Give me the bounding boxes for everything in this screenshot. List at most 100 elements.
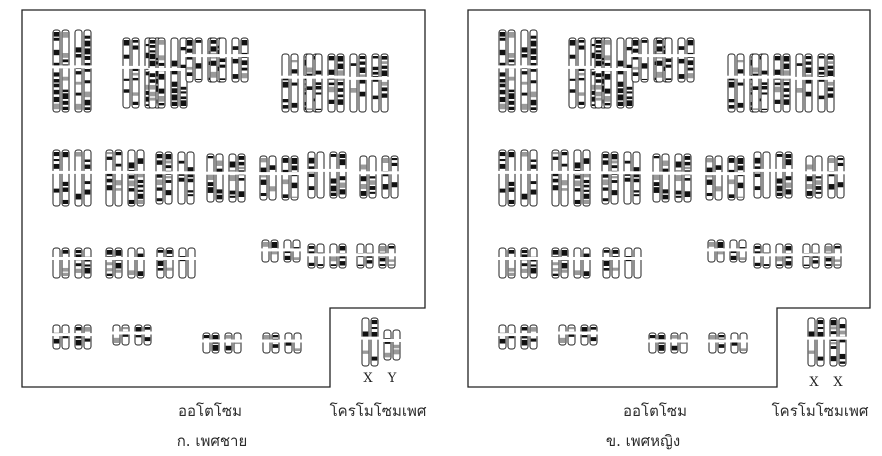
autosome-pair-5-homolog-2-chromatid-b (240, 37, 249, 83)
autosome-pair-25-homolog-1-chromatid-b (271, 332, 280, 354)
autosome-pair-15-homolog-1-chromatid-a (805, 155, 814, 199)
autosome-pair-24-homolog-2-chromatid-a (670, 332, 679, 354)
sex-chromosome-title-female: โครโมโซมเพศ (772, 402, 869, 420)
autosome-pair-18-homolog-2-chromatid-b (187, 247, 196, 279)
autosome-pair-2-homolog-1-chromatid-a (122, 37, 131, 109)
autosome-pair-14-homolog-1-chromatid-a (753, 151, 762, 199)
autosome-pair-12-homolog-1-chromatid-a (652, 153, 661, 203)
autosome-pair-3-homolog-1-chromatid-a (148, 37, 157, 109)
autosome-pair-10-homolog-1-chromatid-b (114, 149, 123, 207)
autosome-pair-19-homolog-2-chromatid-a (283, 239, 292, 263)
autosome-pair-9-homolog-2-chromatid-b (529, 149, 538, 207)
autosome-pair-14-homolog-1-chromatid-b (316, 151, 325, 199)
autosome-pair-3-homolog-2-chromatid-a (170, 37, 179, 109)
autosome-pair-15-homolog-1-chromatid-b (368, 155, 377, 199)
autosome-pair-8-homolog-1-chromatid-a (795, 53, 804, 113)
autosome-pair-23-homolog-1-chromatid-a (112, 324, 121, 346)
panel-caption-male: ก. เพศชาย (177, 432, 248, 450)
autosome-pair-15-homolog-2-chromatid-a (381, 155, 390, 199)
autosome-pair-21-homolog-1-chromatid-a (802, 243, 811, 269)
sex-chromosome-y-chromatid-a (383, 329, 392, 361)
sex-chromosome-x1-chromatid-a (807, 317, 816, 367)
autosome-pair-6-homolog-1-chromatid-a (281, 53, 290, 113)
autosome-pair-16-homolog-1-chromatid-b (507, 247, 516, 279)
autosome-pair-21-homolog-1-chromatid-b (365, 243, 374, 269)
autosome-pair-18-homolog-1-chromatid-a (602, 247, 611, 279)
autosome-pair-20-homolog-1-chromatid-b (316, 243, 325, 269)
autosome-pair-17-homolog-2-chromatid-b (582, 247, 591, 279)
autosome-pair-12-homolog-1-chromatid-b (215, 153, 224, 203)
sex-chromosome-label-female-1: X (809, 375, 819, 390)
panel-caption-female: ข. เพศหญิง (606, 432, 680, 450)
autosome-pair-21-homolog-1-chromatid-b (811, 243, 820, 269)
sex-chromosomes-female (807, 317, 847, 367)
autosome-pair-20-homolog-2-chromatid-b (338, 243, 347, 269)
autosome-pair-13-homolog-2-chromatid-b (290, 155, 299, 201)
autosome-pair-21-homolog-2-chromatid-a (824, 243, 833, 269)
autosome-pair-9-homolog-2-chromatid-a (520, 149, 529, 207)
autosome-pair-12-homolog-2-chromatid-b (237, 153, 246, 203)
autosome-pair-11-homolog-2-chromatid-a (177, 151, 186, 205)
panel-female-frame (467, 9, 871, 388)
autosome-pair-22-homolog-1-chromatid-a (52, 324, 61, 350)
sex-chromosome-title-male: โครโมโซมเพศ (330, 402, 427, 420)
autosome-pair-5-homolog-2-chromatid-a (231, 37, 240, 83)
sex-chromosome-label-male-2: Y (387, 371, 397, 386)
autosome-pair-17-homolog-2-chromatid-b (136, 247, 145, 279)
autosome-pair-11-homolog-1-chromatid-a (155, 151, 164, 205)
panel-male-frame (21, 9, 426, 388)
autosome-pair-15-homolog-1-chromatid-a (359, 155, 368, 199)
autosome-pair-22-homolog-1-chromatid-b (507, 324, 516, 350)
autosome-pair-12-homolog-2-chromatid-a (228, 153, 237, 203)
autosome-pair-7-homolog-1-chromatid-b (760, 53, 769, 113)
autosome-pair-1-homolog-1-chromatid-a (52, 29, 61, 113)
autosome-pair-20-homolog-2-chromatid-b (784, 243, 793, 269)
autosome-pair-4-homolog-1-chromatid-a (631, 37, 640, 83)
autosome-pair-20-homolog-1-chromatid-a (753, 243, 762, 269)
autosome-pair-21-homolog-1-chromatid-a (356, 243, 365, 269)
autosome-pair-19-homolog-2-chromatid-a (729, 239, 738, 263)
autosome-pair-16-homolog-1-chromatid-a (52, 247, 61, 279)
autosome-pair-16-homolog-2-chromatid-b (83, 247, 92, 279)
autosome-pair-9-homolog-1-chromatid-b (507, 149, 516, 207)
autosome-pair-12-homolog-1-chromatid-a (206, 153, 215, 203)
autosome-pair-8-homolog-2-chromatid-b (826, 53, 835, 113)
autosome-pair-18-homolog-2-chromatid-a (624, 247, 633, 279)
autosome-pair-16-homolog-1-chromatid-b (61, 247, 70, 279)
autosome-pair-8-homolog-2-chromatid-a (817, 53, 826, 113)
autosome-pair-19-homolog-1-chromatid-a (707, 239, 716, 263)
autosome-pair-7-homolog-2-chromatid-b (336, 53, 345, 113)
autosome-pair-14-homolog-2-chromatid-b (338, 151, 347, 199)
autosome-pair-22-homolog-1-chromatid-b (61, 324, 70, 350)
autosome-pair-9-homolog-1-chromatid-a (52, 149, 61, 207)
autosome-pair-14-homolog-2-chromatid-b (784, 151, 793, 199)
autosome-pair-23-homolog-1-chromatid-a (558, 324, 567, 346)
autosome-pair-10-homolog-2-chromatid-b (136, 149, 145, 207)
autosome-pair-8-homolog-1-chromatid-b (358, 53, 367, 113)
autosome-pair-25-homolog-2-chromatid-a (284, 332, 293, 354)
autosome-pair-9-homolog-2-chromatid-a (74, 149, 83, 207)
autosome-pair-24-homolog-1-chromatid-a (202, 332, 211, 354)
autosome-pair-25-homolog-1-chromatid-a (708, 332, 717, 354)
autosome-pair-20-homolog-2-chromatid-a (775, 243, 784, 269)
autosome-pair-23-homolog-2-chromatid-a (580, 324, 589, 346)
autosome-pair-8-homolog-2-chromatid-a (371, 53, 380, 113)
autosome-pair-12-homolog-2-chromatid-a (674, 153, 683, 203)
autosome-pair-1-homolog-1-chromatid-b (61, 29, 70, 113)
autosome-pair-17-homolog-1-chromatid-b (560, 247, 569, 279)
autosome-pair-5-homolog-2-chromatid-b (686, 37, 695, 83)
autosome-pair-17-homolog-1-chromatid-a (105, 247, 114, 279)
autosome-pair-15-homolog-1-chromatid-b (814, 155, 823, 199)
sex-chromosomes-male (361, 317, 401, 367)
autosome-pair-24-homolog-2-chromatid-b (679, 332, 688, 354)
autosome-pair-5-homolog-1-chromatid-a (209, 37, 218, 83)
autosome-pair-14-homolog-1-chromatid-a (307, 151, 316, 199)
autosome-pair-10-homolog-1-chromatid-a (105, 149, 114, 207)
autosome-pair-21-homolog-2-chromatid-a (378, 243, 387, 269)
autosome-pair-1-homolog-2-chromatid-a (520, 29, 529, 113)
autosome-pair-5-homolog-2-chromatid-a (677, 37, 686, 83)
autosome-pair-11-homolog-1-chromatid-b (164, 151, 173, 205)
autosome-pair-11-homolog-2-chromatid-b (632, 151, 641, 205)
autosome-pair-7-homolog-2-chromatid-a (327, 53, 336, 113)
autosome-pair-10-homolog-1-chromatid-a (551, 149, 560, 207)
